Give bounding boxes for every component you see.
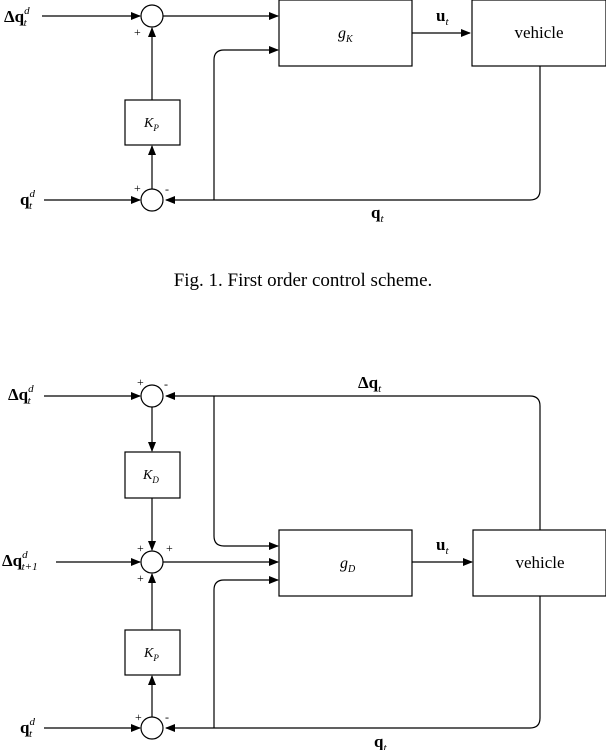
fig2-control-signal-label: ut (436, 535, 449, 557)
fig1-top-summing-junction (140, 4, 164, 28)
fig1-controller-label: gK (338, 25, 354, 45)
fig2-gain-kd-label: KD (142, 468, 159, 485)
fig1-bottom-summing-junction (140, 188, 164, 212)
fig2-wire-bottom-feedback-to-controller (213, 576, 279, 728)
fig2-feedback-bottom-label: qt (374, 732, 387, 750)
fig2-controller-label: gD (340, 555, 356, 575)
fig2-bottom-sum-sign-left: + (135, 710, 142, 724)
fig2-mid-summing-junction (140, 550, 164, 574)
fig2-wire-feedback-top (165, 392, 541, 530)
fig1-control-signal-label: ut (436, 6, 449, 28)
fig2-top-summing-junction (140, 384, 164, 408)
fig1-vehicle-block (471, 0, 606, 67)
fig2-gain-kp-label: KP (143, 646, 159, 663)
fig2-wire-feedback-bottom (165, 596, 541, 732)
fig2-top-sum-sign-right: - (164, 377, 168, 391)
fig2-controller-block (278, 529, 413, 597)
fig2-feedback-top-label: Δqt (358, 373, 382, 395)
fig2-mid-sum-sign-bottom: + (137, 571, 144, 585)
fig1-bottom-sum-sign-left: + (134, 181, 141, 195)
fig1-wire-feedback (165, 66, 541, 204)
fig2-mid-sum-sign-top: + (137, 541, 144, 555)
fig1-controller-block (278, 0, 413, 67)
fig1-feedback-label: qt (371, 203, 384, 225)
fig2-vehicle-block (472, 529, 606, 597)
fig1-vehicle-label: vehicle (514, 23, 563, 42)
fig2-top-sum-sign-left: + (137, 375, 144, 389)
fig1-gain-kp-block (124, 99, 181, 146)
fig2-bottom-sum-sign-right: - (165, 710, 169, 724)
fig2-mid-sum-sign-right: + (166, 541, 173, 555)
fig2-vehicle-label: vehicle (515, 553, 564, 572)
fig1-bottom-sum-sign-right: - (165, 182, 169, 196)
fig1-gain-kp-label: KP (143, 116, 159, 133)
fig2-bottom-summing-junction (140, 716, 164, 740)
figure-1-caption: Fig. 1. First order control scheme. (173, 270, 433, 291)
fig2-wire-top-feedback-to-controller (213, 396, 279, 550)
fig2-gain-kd-block (124, 451, 181, 499)
fig1-wire-feedback-to-controller (213, 46, 279, 200)
fig1-top-sum-sign: + (134, 25, 141, 39)
